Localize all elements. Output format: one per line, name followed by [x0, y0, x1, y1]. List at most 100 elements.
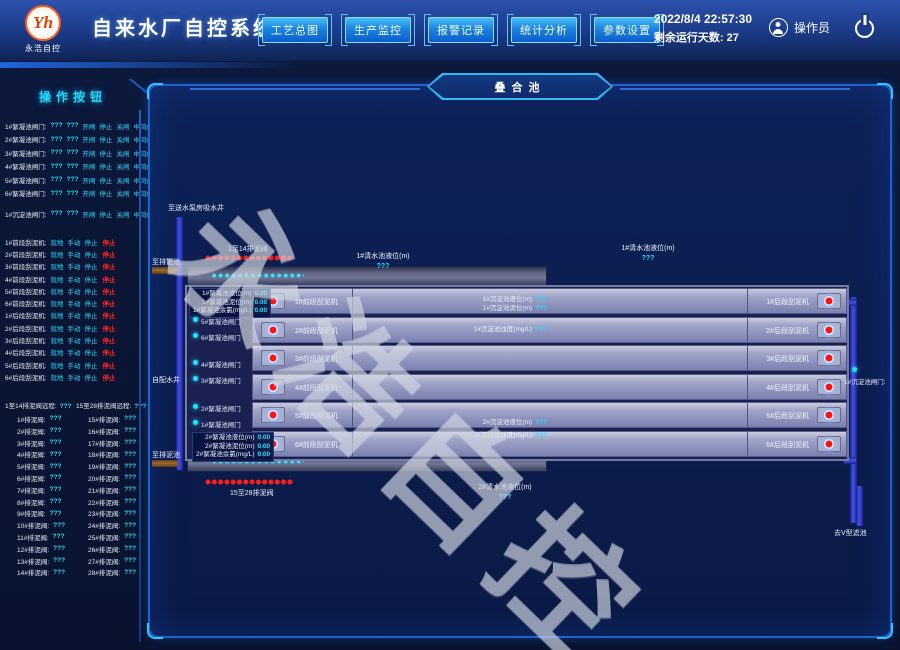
gate-middle-button[interactable]: 中间位	[133, 191, 153, 199]
scraper-manual-button[interactable]: 手动	[67, 288, 81, 296]
top-channel-valves[interactable]	[212, 273, 304, 278]
gate-stop-button[interactable]: 停止	[99, 137, 113, 145]
scraper-manual-button[interactable]: 手动	[67, 276, 81, 284]
scraper-stop-button[interactable]: 停止	[84, 276, 98, 284]
gate-close-button[interactable]: 关闸	[116, 177, 130, 185]
scraper-stop-button[interactable]: 停止	[84, 251, 98, 259]
gate-stop-button[interactable]: 停止	[99, 123, 113, 131]
gate-stop-button[interactable]: 停止	[99, 150, 113, 158]
scraper-manual-button[interactable]: 手动	[67, 313, 81, 321]
valve-row: 5#排泥阀: ???	[5, 460, 74, 472]
nav-button[interactable]: 报警记录	[424, 14, 498, 46]
rear-scraper-motor-icon[interactable]	[817, 321, 841, 338]
scraper-local-button[interactable]: 就地	[50, 251, 64, 259]
gate-middle-button[interactable]: 中间位	[133, 137, 153, 145]
scraper-stop-button[interactable]: 停止	[84, 350, 98, 358]
flocc-gate-label[interactable]: 6#絮凝池闸门	[193, 332, 241, 342]
scraper-stop-button[interactable]: 停止	[84, 374, 98, 382]
rear-scraper-motor-icon[interactable]	[817, 378, 841, 395]
scraper-manual-button[interactable]: 手动	[67, 350, 81, 358]
gate-open-button[interactable]: 开闸	[82, 150, 96, 158]
scraper-local-button[interactable]: 就地	[50, 362, 64, 370]
scraper-local-button[interactable]: 就地	[50, 313, 64, 321]
valve-group-value: ???	[59, 403, 72, 411]
gate-open-button[interactable]: 开闸	[82, 164, 96, 172]
tab-pool-label[interactable]: 叠合池	[429, 75, 611, 98]
gate-stop-button[interactable]: 停止	[99, 211, 113, 219]
gate-middle-button[interactable]: 中间位	[133, 211, 153, 219]
gate-stop-button[interactable]: 停止	[99, 164, 113, 172]
rear-scraper-motor-icon[interactable]	[817, 293, 841, 309]
nav-button[interactable]: 工艺总图	[258, 14, 332, 46]
scraper-stop-button[interactable]: 停止	[84, 362, 98, 370]
gate-close-button[interactable]: 关闸	[116, 191, 130, 199]
gate-close-button[interactable]: 关闸	[116, 150, 130, 158]
scraper-stop-button[interactable]: 停止	[84, 325, 98, 333]
gate-middle-button[interactable]: 中间位	[133, 150, 153, 158]
gate-feedback-value: ???	[66, 149, 79, 157]
gate-open-button[interactable]: 开闸	[82, 137, 96, 145]
flocc-gate-label[interactable]: 1#絮凝池闸门	[193, 419, 241, 429]
scraper-local-button[interactable]: 就地	[50, 239, 64, 247]
gate-open-button[interactable]: 开闸	[82, 211, 96, 219]
gate-control-row: 6#絮凝池闸门: ??? ??? 开闸 停止 关闸 中间位	[5, 187, 153, 201]
gate-middle-button[interactable]: 中间位	[133, 164, 153, 172]
gate-middle-button[interactable]: 中间位	[133, 177, 153, 185]
valve-value: ???	[124, 415, 137, 423]
scraper-stop-button[interactable]: 停止	[84, 301, 98, 309]
scraper-local-button[interactable]: 就地	[50, 301, 64, 309]
gate-open-button[interactable]: 开闸	[82, 191, 96, 199]
nav-button[interactable]: 参数设置	[590, 14, 664, 46]
main-panel: 叠合池 至送水泵房吸水井 至排泥池 自配水井 至排泥池 去V型滤池 1至14排泥…	[147, 73, 893, 639]
scraper-stop-button[interactable]: 停止	[84, 288, 98, 296]
scraper-local-button[interactable]: 就地	[50, 338, 64, 346]
scraper-manual-button[interactable]: 手动	[67, 338, 81, 346]
gate-name-label: 6#絮凝池闸门:	[5, 191, 47, 199]
flocc-gate-label[interactable]: 2#絮凝池闸门	[193, 403, 241, 413]
nav-button[interactable]: 统计分析	[507, 14, 581, 46]
gate-open-button[interactable]: 开闸	[82, 177, 96, 185]
flocc-gate-label[interactable]: 3#絮凝池闸门	[193, 375, 241, 385]
scraper-stop-button[interactable]: 停止	[84, 313, 98, 321]
gate-middle-button[interactable]: 中间位	[133, 123, 153, 131]
scraper-stop-button[interactable]: 停止	[84, 338, 98, 346]
gate-close-button[interactable]: 关闸	[116, 164, 130, 172]
power-button[interactable]	[855, 19, 874, 38]
scraper-stop-button[interactable]: 停止	[84, 239, 98, 247]
gate-close-button[interactable]: 关闸	[116, 211, 130, 219]
rear-scraper-motor-icon[interactable]	[817, 407, 841, 424]
scraper-manual-button[interactable]: 手动	[67, 301, 81, 309]
gate-open-button[interactable]: 开闸	[82, 123, 96, 131]
front-scraper-motor-icon[interactable]	[261, 321, 285, 338]
sed-gate-label[interactable]: 1#沉淀池闸门:	[844, 367, 886, 386]
gate-close-button[interactable]: 关闸	[116, 137, 130, 145]
tab-pool[interactable]: 叠合池	[427, 73, 613, 100]
panel-corner	[877, 83, 893, 99]
gate-stop-button[interactable]: 停止	[99, 191, 113, 199]
scraper-stop-button[interactable]: 停止	[84, 264, 98, 272]
scraper-local-button[interactable]: 就地	[50, 374, 64, 382]
rear-scraper-motor-icon[interactable]	[817, 350, 841, 367]
gate-close-button[interactable]: 关闸	[116, 123, 130, 131]
flocc-gate-label[interactable]: 5#絮凝池闸门	[193, 316, 241, 326]
scraper-local-button[interactable]: 就地	[50, 288, 64, 296]
scraper-manual-button[interactable]: 手动	[67, 362, 81, 370]
scraper-manual-button[interactable]: 手动	[67, 374, 81, 382]
scraper-manual-button[interactable]: 手动	[67, 264, 81, 272]
front-scraper-motor-icon[interactable]	[261, 378, 285, 395]
front-scraper-motor-icon[interactable]	[261, 407, 285, 424]
scraper-local-button[interactable]: 就地	[50, 276, 64, 284]
gate-control-row: 1#沉淀池闸门: ??? ??? 开闸 停止 关闸 中间位	[5, 207, 153, 221]
operator-chip[interactable]: 操作员	[768, 18, 830, 37]
nav-button[interactable]: 生产监控	[341, 14, 415, 46]
scraper-local-button[interactable]: 就地	[50, 325, 64, 333]
front-scraper-motor-icon[interactable]	[261, 350, 285, 367]
scraper-local-button[interactable]: 就地	[50, 350, 64, 358]
rear-scraper-motor-icon[interactable]	[817, 435, 841, 452]
scraper-manual-button[interactable]: 手动	[67, 239, 81, 247]
flocc-gate-label[interactable]: 4#絮凝池闸门	[193, 359, 241, 369]
scraper-manual-button[interactable]: 手动	[67, 325, 81, 333]
scraper-local-button[interactable]: 就地	[50, 264, 64, 272]
scraper-manual-button[interactable]: 手动	[67, 251, 81, 259]
gate-stop-button[interactable]: 停止	[99, 177, 113, 185]
